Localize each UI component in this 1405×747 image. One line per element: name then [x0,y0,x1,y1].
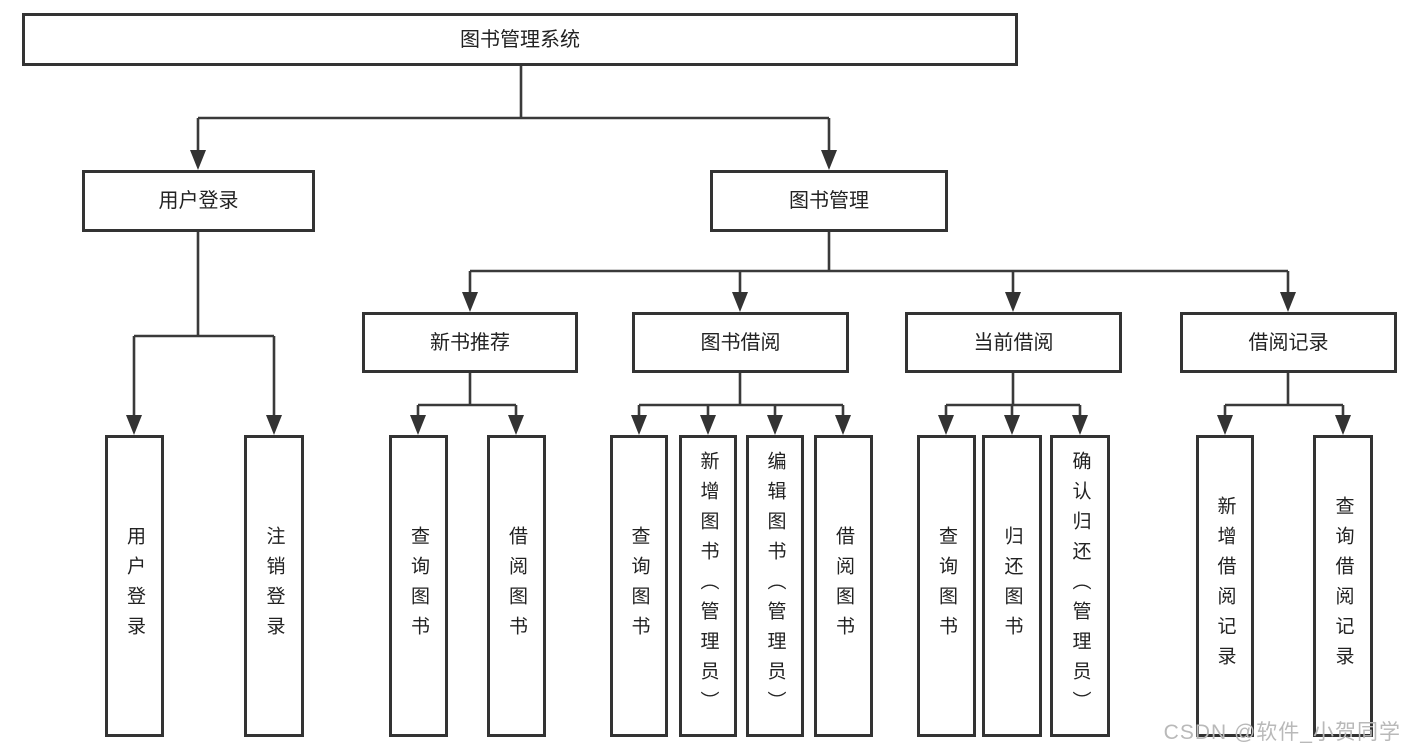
arrow-down-icon [1280,292,1296,312]
leaf-confirm-return-admin: 确认归还（管理员） [1050,435,1110,737]
arrow-down-icon [821,150,837,170]
node-borrowing-records: 借阅记录 [1180,312,1397,373]
arrow-down-icon [462,292,478,312]
node-book-management: 图书管理 [710,170,948,232]
arrow-down-icon [410,415,426,435]
arrow-down-icon [631,415,647,435]
watermark: CSDN @软件_小贺同学 [1163,721,1401,744]
node-new-book-recommendation: 新书推荐 [362,312,578,373]
node-book-borrowing: 图书借阅 [632,312,849,373]
arrow-down-icon [1004,415,1020,435]
leaf-query-borrow-record: 查询借阅记录 [1313,435,1373,737]
node-current-borrowing: 当前借阅 [905,312,1122,373]
arrow-down-icon [1072,415,1088,435]
leaf-return-books: 归还图书 [982,435,1042,737]
leaf-borrow-books: 借阅图书 [814,435,873,737]
arrow-down-icon [266,415,282,435]
leaf-user-login: 用户登录 [105,435,164,737]
leaf-logout: 注销登录 [244,435,304,737]
leaf-borrow-books-recommend: 借阅图书 [487,435,546,737]
arrow-down-icon [190,150,206,170]
arrow-down-icon [767,415,783,435]
arrow-down-icon [126,415,142,435]
leaf-query-books-borrow: 查询图书 [610,435,668,737]
leaf-query-books-recommend: 查询图书 [389,435,448,737]
arrow-down-icon [732,292,748,312]
node-library-system: 图书管理系统 [22,13,1018,66]
arrow-down-icon [1217,415,1233,435]
leaf-query-books-current: 查询图书 [917,435,976,737]
arrow-down-icon [1335,415,1351,435]
arrow-down-icon [700,415,716,435]
arrow-down-icon [835,415,851,435]
leaf-add-books-admin: 新增图书（管理员） [679,435,737,737]
arrow-down-icon [508,415,524,435]
leaf-add-borrow-record: 新增借阅记录 [1196,435,1254,737]
arrow-down-icon [1005,292,1021,312]
node-user-login: 用户登录 [82,170,315,232]
arrow-down-icon [938,415,954,435]
leaf-edit-books-admin: 编辑图书（管理员） [746,435,804,737]
